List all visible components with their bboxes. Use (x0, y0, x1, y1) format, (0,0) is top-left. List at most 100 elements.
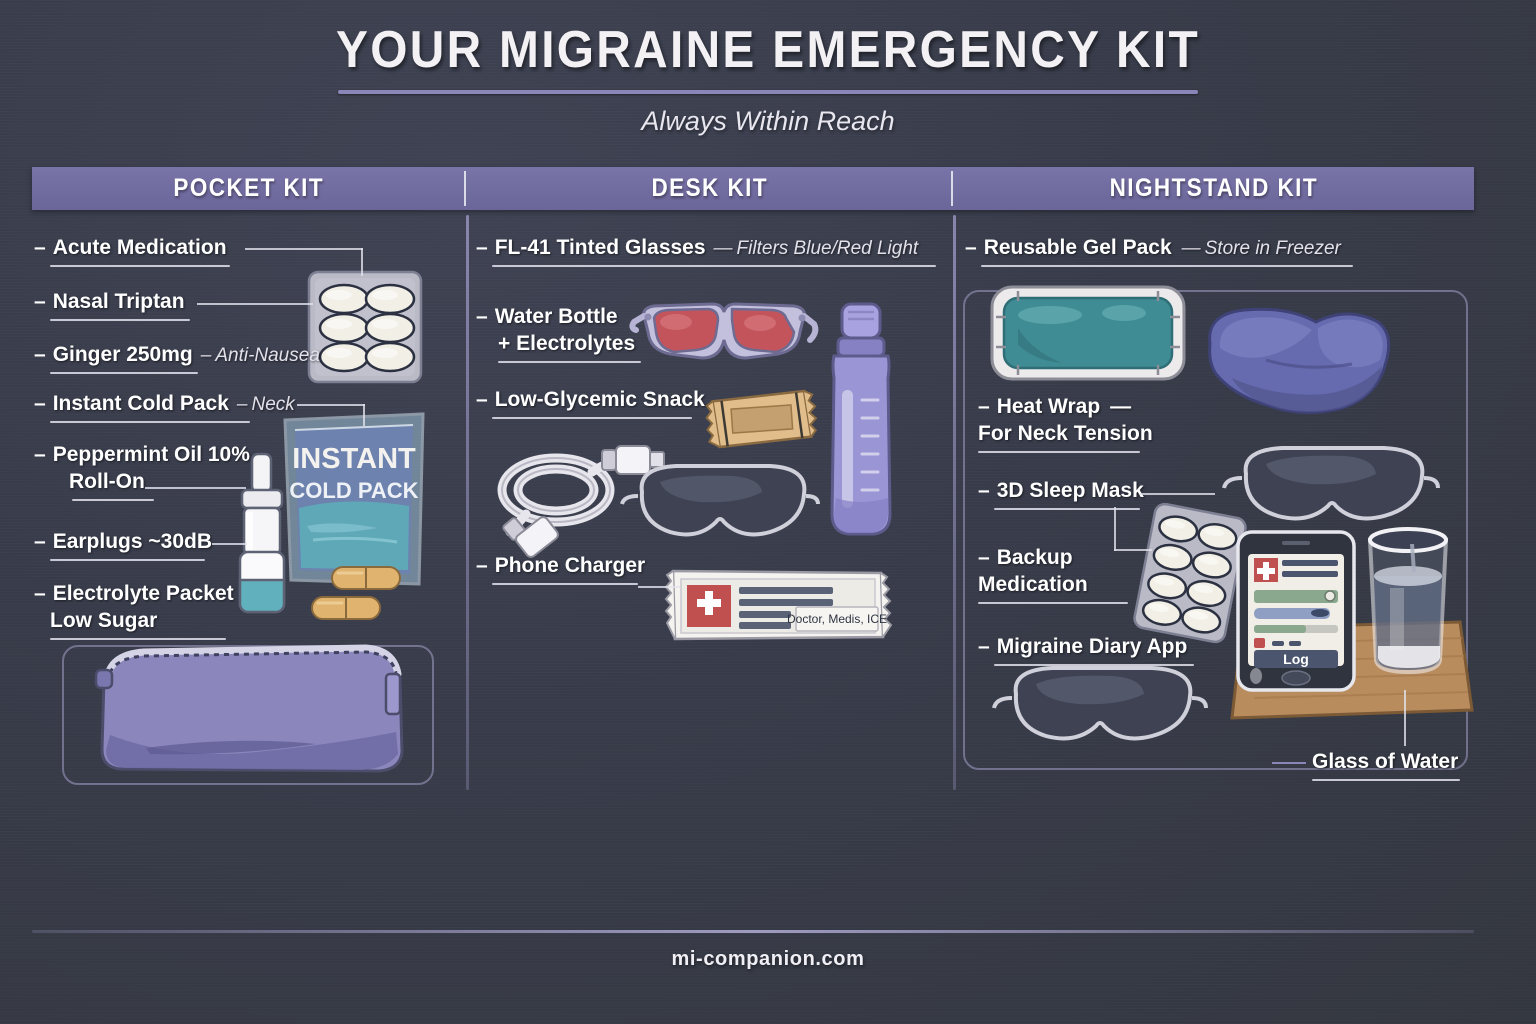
medical-info-card-art: Doctor, Medis, ICE (664, 565, 893, 647)
label-text: Reusable Gel Pack (983, 236, 1172, 259)
label-text: Phone Charger (494, 554, 646, 577)
bullet-dash: – (34, 236, 46, 259)
bullet-dash: – (34, 290, 46, 313)
label-trailing-dash: — (1110, 395, 1132, 418)
reusable-gel-pack-art (988, 283, 1188, 383)
band-divider-2 (951, 171, 953, 206)
label-text: Glass of Water (1312, 750, 1459, 773)
glass-of-water-art (1356, 527, 1460, 680)
label-underline (994, 664, 1194, 666)
leader-cold-pack (297, 404, 365, 406)
column-divider-2 (953, 215, 956, 790)
page-title: YOUR MIGRAINE EMERGENCY KIT (336, 21, 1200, 79)
label-text: Peppermint Oil 10% (52, 443, 250, 466)
label-text: Low-Glycemic Snack (494, 388, 705, 411)
pocket-kit-frame (62, 645, 434, 785)
label-note: Filters Blue/Red Light (736, 238, 919, 259)
label-reusable-gel-pack: – Reusable Gel Pack — Store in Freezer (965, 236, 1353, 267)
leader-cold-pack-drop (363, 404, 365, 426)
nightstand-kit-frame (963, 290, 1468, 770)
label-underline (492, 417, 692, 419)
label-text: Electrolyte Packet (52, 582, 234, 605)
nasal-spray-art (231, 452, 293, 617)
header: YOUR MIGRAINE EMERGENCY KIT Always Withi… (0, 20, 1536, 137)
leader-acute-medication (245, 248, 363, 250)
band-cell-pocket: POCKET KIT (32, 167, 466, 210)
leader-peppermint (145, 487, 246, 489)
label-underline (978, 451, 1140, 453)
label-text-cont: Low Sugar (50, 609, 158, 632)
label-text: Heat Wrap (996, 395, 1101, 418)
footer-divider (32, 930, 1474, 933)
label-text: 3D Sleep Mask (996, 479, 1144, 502)
label-electrolyte-packet: – Electrolyte Packet Low Sugar (34, 582, 234, 640)
leader-glass-of-water-drop (1404, 690, 1406, 746)
cold-pack-line2: COLD PACK (289, 478, 418, 503)
section-title-pocket: POCKET KIT (173, 174, 325, 202)
bullet-dash: – (476, 388, 488, 411)
label-text: Water Bottle (494, 305, 618, 328)
title-divider (338, 90, 1198, 94)
label-ginger: – Ginger 250mg – Anti-Nausea (34, 343, 320, 374)
label-text: Migraine Diary App (996, 635, 1188, 658)
label-underline (994, 508, 1140, 510)
label-migraine-diary-app: – Migraine Diary App (978, 635, 1194, 666)
label-underline (1312, 779, 1460, 781)
leader-glass-of-water (1272, 762, 1306, 764)
snack-bar-art (705, 389, 818, 452)
leader-nasal-triptan (197, 303, 313, 305)
label-nasal-triptan: – Nasal Triptan (34, 290, 190, 321)
column-divider-1 (466, 215, 469, 790)
label-text-cont: For Neck Tension (978, 422, 1153, 445)
bullet-dash: – (978, 546, 990, 569)
bullet-dash: – (34, 530, 46, 553)
cold-pack-line1: INSTANT (292, 443, 416, 475)
label-underline (498, 361, 641, 363)
label-peppermint-oil: – Peppermint Oil 10% Roll-On (34, 443, 250, 501)
bullet-dash: – (34, 343, 46, 366)
section-title-nightstand: NIGHTSTAND KIT (1109, 174, 1318, 202)
bullet-dash: – (978, 635, 990, 658)
label-underline (50, 421, 250, 423)
sleep-mask-nightstand-lower-art (992, 660, 1208, 756)
label-underline (50, 372, 198, 374)
heat-wrap-art (1196, 300, 1396, 422)
bullet-dash: – (978, 395, 990, 418)
label-underline (492, 265, 936, 267)
label-3d-sleep-mask: – 3D Sleep Mask (978, 479, 1144, 510)
leader-earplugs (212, 543, 247, 545)
footer-site: mi-companion.com (671, 948, 865, 970)
bullet-dash: – (34, 582, 46, 605)
label-underline (981, 265, 1353, 267)
label-underline (50, 265, 230, 267)
label-heat-wrap: – Heat Wrap — For Neck Tension (978, 395, 1153, 453)
label-text-cont: Roll-On (69, 470, 145, 493)
instant-cold-pack-art: INSTANT COLD PACK (277, 408, 429, 593)
section-header-band: POCKET KIT DESK KIT NIGHTSTAND KIT (32, 167, 1474, 210)
section-title-desk: DESK KIT (651, 174, 768, 202)
label-text: FL-41 Tinted Glasses (494, 236, 706, 259)
water-bottle-art (818, 300, 904, 540)
phone-log-button: Log (1283, 651, 1309, 667)
leader-phone-charger (638, 586, 680, 588)
blister-pack-pocket-art (305, 268, 425, 386)
label-text: Backup (996, 546, 1073, 569)
label-underline (50, 319, 190, 321)
label-note-sep: – (200, 345, 212, 366)
label-underline (492, 583, 638, 585)
label-underline (50, 559, 205, 561)
leader-sleep-mask (1140, 493, 1215, 495)
label-water-bottle: – Water Bottle + Electrolytes (476, 305, 641, 363)
label-instant-cold-pack: – Instant Cold Pack – Neck (34, 392, 295, 423)
page-subtitle: Always Within Reach (641, 106, 895, 136)
label-note-sep: – (236, 394, 248, 415)
label-note: Store in Freezer (1204, 238, 1341, 259)
label-backup-medication: – Backup Medication (978, 546, 1128, 604)
sleep-mask-desk-art (620, 460, 820, 550)
label-text: Ginger 250mg (52, 343, 193, 366)
bullet-dash: – (34, 443, 46, 466)
label-note-sep: — (1181, 238, 1201, 259)
label-glass-of-water: Glass of Water (1312, 750, 1460, 781)
leader-acute-medication-drop (361, 248, 363, 276)
bullet-dash: – (476, 305, 488, 328)
